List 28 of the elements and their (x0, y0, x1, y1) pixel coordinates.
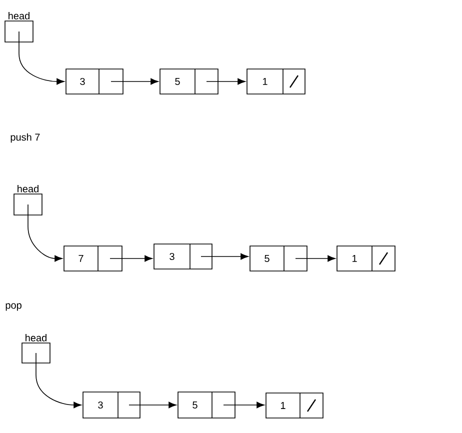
node-label: head (26, 334, 46, 342)
arrow (128, 402, 176, 408)
arrow (295, 255, 336, 262)
list-node: 3 (66, 68, 124, 94)
pointer-arrow (36, 352, 82, 408)
pointer-box: head (4, 12, 34, 42)
list-node: 3 (82, 392, 140, 418)
pointer-box: head (22, 334, 50, 364)
list-node: 1 (246, 68, 306, 94)
arrow (206, 78, 246, 85)
arrow (223, 402, 264, 408)
arrow (110, 255, 152, 262)
arrow (110, 78, 158, 85)
list-node: 1 (266, 392, 324, 418)
operation-label: pop (6, 303, 22, 311)
list-node: 5 (178, 392, 236, 418)
pointer-arrow (28, 204, 62, 262)
list-node: 5 (250, 246, 308, 272)
arrow (200, 253, 248, 260)
pointer-box: head (14, 185, 42, 216)
node-label: head (8, 12, 30, 20)
list-node: 7 (64, 246, 122, 272)
list-node: 1 (336, 246, 396, 272)
list-node: 3 (154, 244, 212, 270)
pointer-arrow (18, 31, 64, 85)
operation-label: push 7 (10, 133, 40, 143)
list-node: 5 (160, 68, 218, 94)
node-label: head (18, 185, 38, 192)
